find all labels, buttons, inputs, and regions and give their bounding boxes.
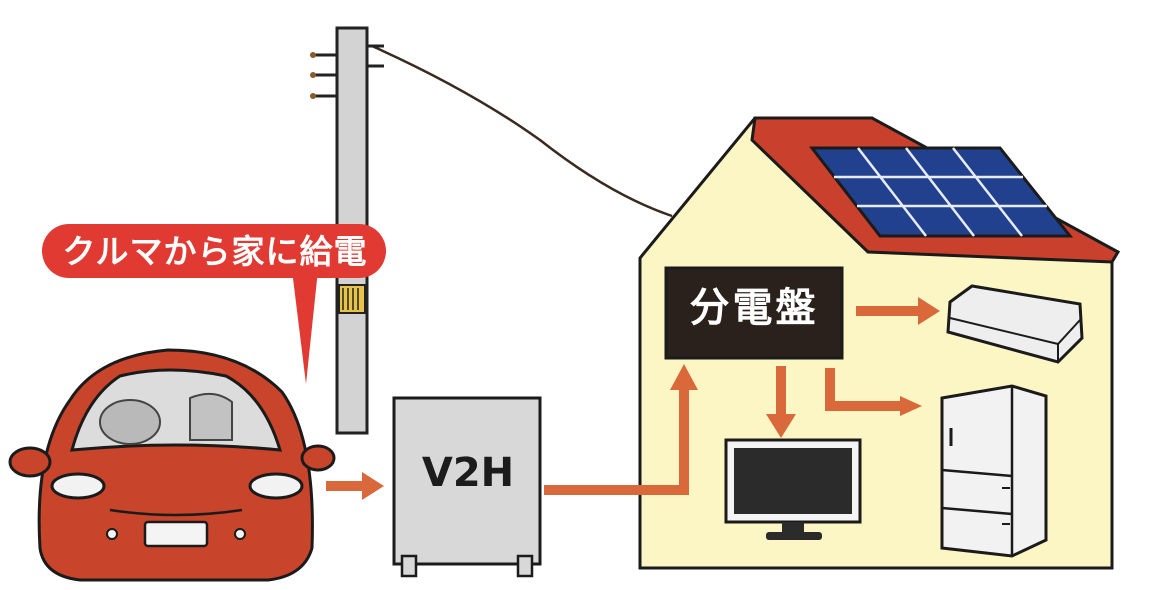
distribution-board-label: 分電盤 (689, 285, 819, 331)
v2h-label: V2H (421, 450, 515, 496)
arrow-board-to-fridge (825, 368, 902, 411)
arrow-car-to-v2h (326, 481, 364, 491)
arrow-v2h-to-board (544, 388, 689, 495)
arrow-board-to-tv (776, 366, 786, 416)
television-icon (724, 438, 862, 540)
solar-panel-icon (808, 146, 1074, 238)
callout-text: クルマから家に給電 (62, 232, 368, 271)
air-conditioner-icon (946, 284, 1084, 364)
refrigerator-icon (940, 384, 1048, 558)
car-icon (8, 348, 336, 582)
power-line (371, 44, 673, 218)
v2h-charger-icon (392, 396, 542, 578)
arrow-board-to-ac (856, 306, 920, 316)
callout-bubble (42, 224, 386, 384)
distribution-board-box (664, 266, 844, 360)
power-flow-arrows (326, 297, 940, 500)
